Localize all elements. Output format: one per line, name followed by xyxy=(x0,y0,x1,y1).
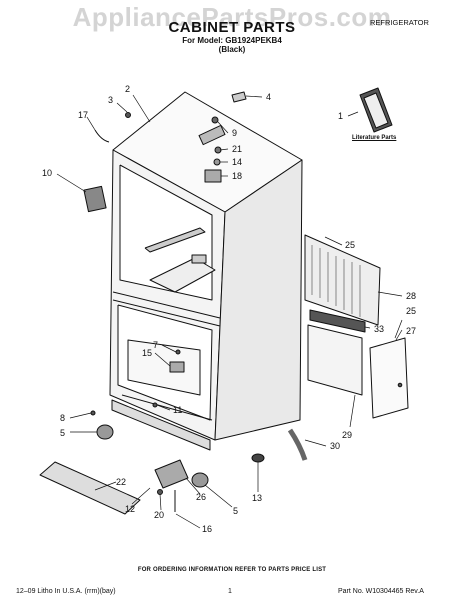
access-panel-screw xyxy=(397,382,403,388)
callout-7: 7 xyxy=(153,340,158,350)
freezer-inner-panel xyxy=(127,339,201,396)
leader-9 xyxy=(217,121,229,134)
leader-28 xyxy=(377,291,403,297)
top-screw xyxy=(125,112,131,118)
leader-1 xyxy=(347,111,359,117)
inner-evaporator-cover xyxy=(149,257,216,293)
side-screw xyxy=(90,410,96,416)
leader-30 xyxy=(304,439,327,447)
callout-30: 30 xyxy=(330,441,340,451)
front-roller-left xyxy=(96,424,114,440)
leader-8 xyxy=(69,412,92,419)
page-title: CABINET PARTS xyxy=(168,19,296,36)
leader-16 xyxy=(175,513,201,529)
callout-3: 3 xyxy=(108,95,113,105)
callout-17: 17 xyxy=(78,110,88,120)
base-front xyxy=(111,399,211,451)
callout-2: 2 xyxy=(125,84,130,94)
callout-10: 10 xyxy=(42,168,52,178)
leader-2 xyxy=(132,94,151,123)
callout-1: 1 xyxy=(338,111,343,121)
page-number: 1 xyxy=(228,588,232,595)
callout-5: 5 xyxy=(60,428,65,438)
leader-26 xyxy=(185,477,201,495)
cover-strip xyxy=(309,309,366,333)
leader-20 xyxy=(159,493,162,511)
footer-litho: 12–09 Litho In U.S.A. (rrm)(bay) xyxy=(16,588,116,595)
literature-parts-label: Literature Parts xyxy=(352,135,397,141)
access-panel xyxy=(369,337,409,419)
model-number: For Model: GB1924PEKB4 xyxy=(182,36,282,45)
leader-11 xyxy=(156,404,171,411)
drain-tube xyxy=(287,428,308,461)
leader-27 xyxy=(395,329,403,341)
callout-11: 11 xyxy=(173,405,182,415)
leader-3 xyxy=(116,102,128,113)
bracket-screw xyxy=(157,489,163,495)
category-label: REFRIGERATOR xyxy=(370,18,429,27)
freezer-plug xyxy=(152,402,158,408)
callout-33: 33 xyxy=(374,324,384,334)
hinge-shim xyxy=(213,158,221,166)
cabinet-right-side xyxy=(214,159,303,441)
leader-25b xyxy=(394,319,403,339)
leader-22 xyxy=(94,481,117,491)
callout-9: 9 xyxy=(232,128,237,138)
callout-16: 16 xyxy=(202,524,212,534)
leader-7 xyxy=(161,344,177,353)
leader-25a xyxy=(324,236,343,246)
callout-22: 22 xyxy=(116,477,126,487)
callout-28: 28 xyxy=(406,291,416,301)
machine-compartment-cover xyxy=(304,234,381,326)
callout-21: 21 xyxy=(232,144,242,154)
hinge-bracket xyxy=(204,169,222,183)
literature-booklet-page xyxy=(363,92,389,129)
leader-12 xyxy=(131,487,151,505)
control-housing xyxy=(83,185,107,213)
callout-15: 15 xyxy=(142,348,152,358)
callout-14: 14 xyxy=(232,157,242,167)
ordering-note: FOR ORDERING INFORMATION REFER TO PARTS … xyxy=(137,567,327,573)
inner-rail xyxy=(144,227,206,253)
roller-bracket xyxy=(154,459,189,489)
freezer-screw xyxy=(175,349,181,355)
part-number: Part No. W10304465 Rev.A xyxy=(338,588,424,595)
callout-18: 18 xyxy=(232,171,242,181)
callout-27: 27 xyxy=(406,326,416,336)
mullion xyxy=(112,291,221,319)
mullion-edge xyxy=(112,299,221,327)
hinge-screw-top xyxy=(211,116,219,124)
callout-25: 25 xyxy=(345,240,355,250)
callout-20: 20 xyxy=(154,510,164,520)
freezer-bracket xyxy=(169,361,185,373)
leveling-foot xyxy=(251,453,265,463)
callout-5: 5 xyxy=(233,506,238,516)
leader-15 xyxy=(154,352,171,367)
callout-25: 25 xyxy=(406,306,416,316)
callout-26: 26 xyxy=(196,492,206,502)
freezer-rail xyxy=(121,394,213,421)
inner-vent xyxy=(191,254,207,264)
leader-33 xyxy=(364,326,371,329)
leader-5b xyxy=(204,484,233,508)
callout-8: 8 xyxy=(60,413,65,423)
ground-wire xyxy=(94,129,110,143)
model-color: (Black) xyxy=(218,45,246,54)
top-hinge xyxy=(198,124,226,146)
callout-4: 4 xyxy=(266,92,271,102)
toe-grille xyxy=(39,461,141,515)
watermark: AppliancePartsPros.com xyxy=(72,2,392,32)
leader-29 xyxy=(349,394,356,428)
callout-13: 13 xyxy=(252,493,262,503)
leader-21 xyxy=(219,148,229,151)
callout-12: 12 xyxy=(125,504,135,514)
hinge-cover xyxy=(231,91,247,103)
leader-10 xyxy=(56,173,87,193)
callout-29: 29 xyxy=(342,430,352,440)
front-roller-right xyxy=(191,472,209,488)
lower-back-panel xyxy=(307,324,363,396)
leader-4 xyxy=(245,95,263,98)
leader-17 xyxy=(86,116,96,131)
